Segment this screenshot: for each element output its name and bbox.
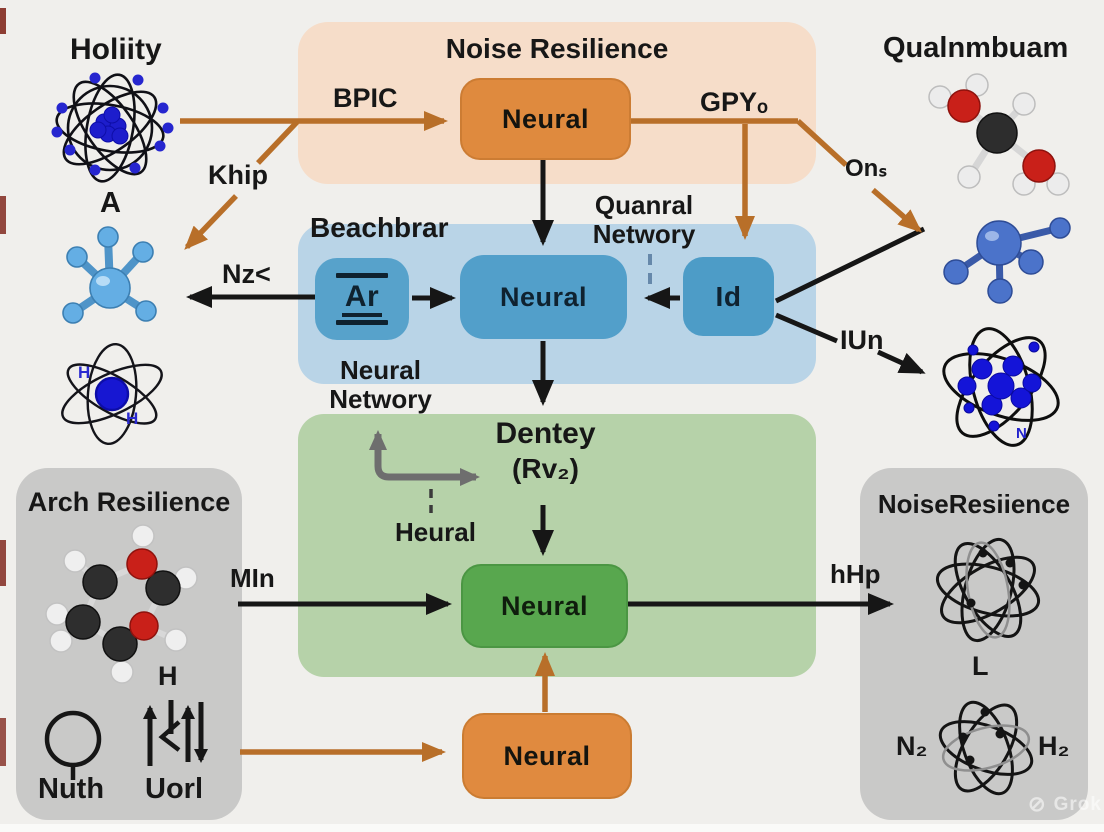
qualnmbuam-title: Qualnmbuam	[883, 32, 1069, 64]
networy-line2: Networy	[329, 383, 432, 414]
beachbrar-title: Beachbrar	[310, 212, 449, 243]
id-box-label: Id	[715, 280, 742, 312]
molecule-illustration-ring	[45, 524, 198, 684]
ar-overline	[336, 273, 388, 279]
hhp-label: hHp	[830, 559, 881, 589]
molecule-illustration-lightblue	[62, 226, 157, 324]
atom-a-label: A	[100, 187, 121, 219]
ar-box: Ar	[315, 258, 409, 340]
atom-h-bottom-glyph: H	[126, 409, 138, 428]
gray-elbow-arrow	[369, 430, 480, 486]
edge-artifact	[0, 718, 6, 766]
neural-box-middle-label: Neural	[499, 281, 588, 312]
atom-cluster-illustration: N	[942, 327, 1060, 447]
black-arrows	[186, 158, 926, 615]
ar-underline	[336, 319, 388, 325]
line-id-to-darkblue-molecule	[774, 226, 926, 304]
line-id-to-iun	[775, 312, 838, 344]
nz-label: Nz<	[222, 259, 271, 289]
neural-box-green: Neural	[461, 564, 628, 648]
neural-box-middle: Neural	[460, 255, 627, 339]
networy-line: Networy	[592, 218, 696, 249]
arrow-iun-to-cluster	[876, 349, 926, 375]
watermark: ⊘ Grok	[1028, 792, 1102, 817]
neural-box-top-label: Neural	[501, 103, 590, 134]
quanral-networy-label: Quanral Networy	[588, 191, 700, 248]
watermark-icon: ⊘	[1028, 793, 1047, 816]
atom-orbit-illustration-right-bottom	[938, 700, 1034, 796]
ons-label: Onₛ	[845, 155, 888, 182]
l-label: L	[972, 651, 989, 681]
dentey-title: Dentey	[495, 417, 596, 450]
arrow-khip	[184, 194, 238, 250]
noise-resilience-title: Noise Resilience	[445, 33, 669, 64]
watermark-text: Grok	[1053, 793, 1102, 815]
molecule-illustration-darkblue	[943, 217, 1071, 304]
dentey-title-block: Dentey (Rv₂)	[448, 417, 643, 485]
atom-h-top-glyph: H	[78, 363, 90, 382]
spin-arrows-symbol	[143, 700, 208, 766]
h2-label: H₂	[1038, 731, 1070, 761]
neural-box-green-label: Neural	[500, 590, 589, 621]
atom-orbit-illustration-right-top	[935, 537, 1041, 643]
quanral-line: Quanral	[594, 190, 694, 220]
uorl-label: Uorl	[145, 773, 203, 805]
atom-orbit-illustration-holiity	[51, 72, 174, 183]
rv2-subtitle: (Rv₂)	[512, 453, 579, 484]
edge-artifact	[0, 8, 6, 34]
n2-label: N₂	[896, 731, 928, 761]
nuth-label: Nuth	[38, 773, 105, 805]
h-label: H	[158, 661, 178, 691]
ar-box-label: Ar	[341, 281, 383, 317]
atom-orbit-illustration-h: H H	[61, 342, 163, 446]
neural-box-top: Neural	[460, 78, 631, 160]
neural-line: Neural	[340, 355, 421, 385]
khip-label: Khip	[208, 160, 268, 190]
atom-cluster-n-glyph: N	[1016, 425, 1027, 442]
arch-resilience-title: Arch Resilience	[27, 487, 231, 517]
neural-networy-label: Neural Networy	[323, 356, 438, 413]
gpy-label: GPYₒ	[700, 87, 769, 117]
iun-label: IUn	[840, 325, 884, 355]
edge-artifact	[0, 196, 6, 234]
arrow-ons	[871, 187, 923, 233]
bottom-margin	[0, 824, 1104, 832]
circle-symbol	[44, 710, 102, 780]
line-khip-upper	[256, 120, 299, 165]
neural-box-bottom-label: Neural	[503, 740, 591, 771]
min-label: MIn	[230, 563, 275, 593]
id-box: Id	[683, 257, 774, 336]
noise-resiience-title: NoiseResiience	[877, 489, 1071, 519]
molecule-illustration-methanol	[928, 73, 1070, 196]
heural-label: Heural	[395, 517, 476, 547]
neural-box-bottom: Neural	[462, 713, 632, 799]
orange-arrows	[180, 111, 923, 762]
edge-artifact	[0, 540, 6, 586]
holiity-title: Holiity	[70, 33, 162, 66]
line-ons-upper	[796, 118, 848, 168]
bpic-label: BPIC	[333, 83, 398, 113]
